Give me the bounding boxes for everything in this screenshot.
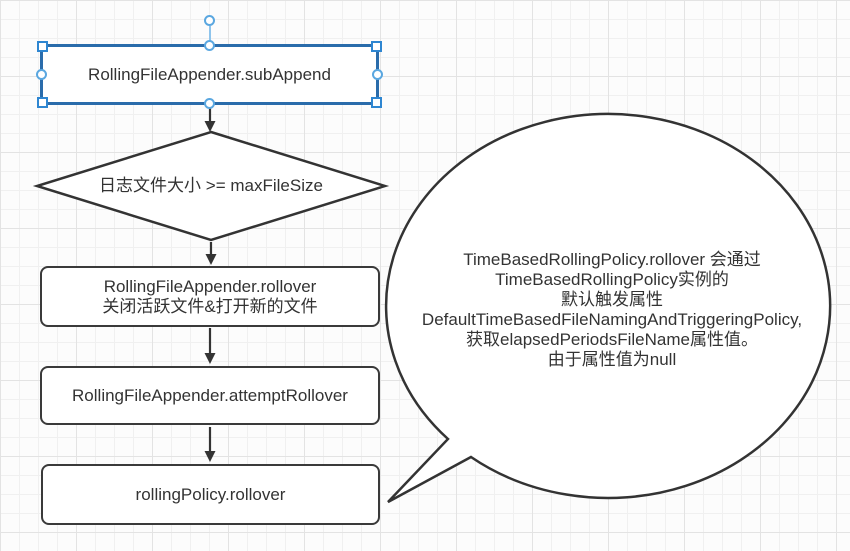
rotation-stem	[208, 26, 211, 44]
rotation-handle[interactable]	[204, 15, 215, 26]
bubble-line: 获取elapsedPeriodsFileName属性值。	[466, 330, 758, 349]
resize-handle-ne[interactable]	[371, 41, 382, 52]
speech-bubble-text: TimeBasedRollingPolicy.rollover 会通过 Time…	[392, 250, 832, 370]
node-attempt-rollover[interactable]: RollingFileAppender.attemptRollover	[40, 366, 380, 425]
arrow-subappend-to-decision[interactable]	[204, 107, 216, 132]
node-rollingpolicy-label: rollingPolicy.rollover	[135, 484, 286, 504]
resize-handle-e[interactable]	[372, 69, 383, 80]
node-rollingpolicy[interactable]: rollingPolicy.rollover	[41, 464, 380, 525]
arrow-attempt-to-rollingpolicy[interactable]	[204, 427, 216, 462]
node-subappend[interactable]: RollingFileAppender.subAppend	[36, 15, 383, 109]
resize-handle-se[interactable]	[371, 97, 382, 108]
node-subappend-label: RollingFileAppender.subAppend	[88, 64, 331, 84]
bubble-line: 由于属性值为null	[547, 350, 677, 369]
bubble-line: 默认触发属性	[561, 290, 663, 309]
resize-handle-sw[interactable]	[37, 97, 48, 108]
bubble-line: DefaultTimeBasedFileNamingAndTriggeringP…	[421, 310, 803, 329]
bubble-line: TimeBasedRollingPolicy实例的	[495, 270, 729, 289]
node-rollover-label-line1: RollingFileAppender.rollover	[103, 276, 317, 296]
resize-handle-nw[interactable]	[37, 41, 48, 52]
resize-handle-n[interactable]	[204, 40, 215, 51]
arrow-decision-to-rollover[interactable]	[205, 242, 217, 265]
speech-bubble-shape[interactable]	[384, 112, 832, 504]
node-attempt-rollover-label: RollingFileAppender.attemptRollover	[72, 385, 348, 405]
node-rollover[interactable]: RollingFileAppender.rollover 关闭活跃文件&打开新的…	[40, 266, 380, 327]
node-rollover-label-line2: 关闭活跃文件&打开新的文件	[102, 296, 318, 316]
arrow-rollover-to-attempt[interactable]	[204, 328, 216, 364]
bubble-line: TimeBasedRollingPolicy.rollover 会通过	[463, 250, 761, 269]
resize-handle-s[interactable]	[204, 98, 215, 109]
node-decision-label: 日志文件大小 >= maxFileSize	[99, 176, 323, 195]
decision-diamond-shape[interactable]	[32, 130, 390, 242]
resize-handle-w[interactable]	[36, 69, 47, 80]
